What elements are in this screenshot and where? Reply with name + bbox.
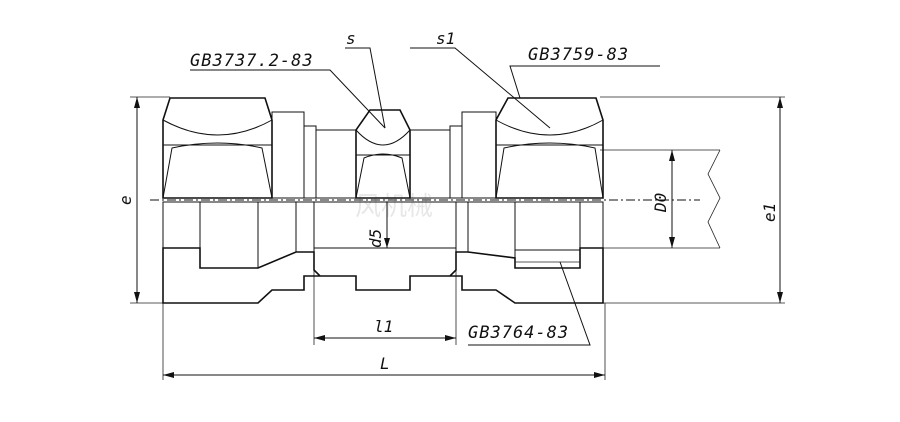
label-std-bottom: GB3764-83: [468, 323, 569, 343]
label-D0: D0: [651, 193, 670, 213]
label-L: L: [380, 354, 390, 373]
label-e1: e1: [760, 203, 779, 222]
dimension-lines: [130, 96, 785, 380]
exterior-upper-half: [162, 97, 604, 199]
leader-lines: [190, 47, 660, 346]
label-e: e: [116, 195, 135, 205]
label-s: s: [346, 29, 356, 48]
label-std-left-nut: GB3737.2-83: [190, 51, 314, 71]
watermark: 风机械: [355, 192, 433, 222]
label-std-right-nut: GB3759-83: [528, 45, 629, 65]
label-l1: l1: [374, 317, 393, 336]
labels: GB3737.2-83 s s1 GB3759-83 GB3764-83 e e…: [116, 29, 779, 373]
section-lower-half: [162, 201, 604, 304]
label-d5: d5: [366, 229, 385, 248]
label-s1: s1: [436, 29, 455, 48]
